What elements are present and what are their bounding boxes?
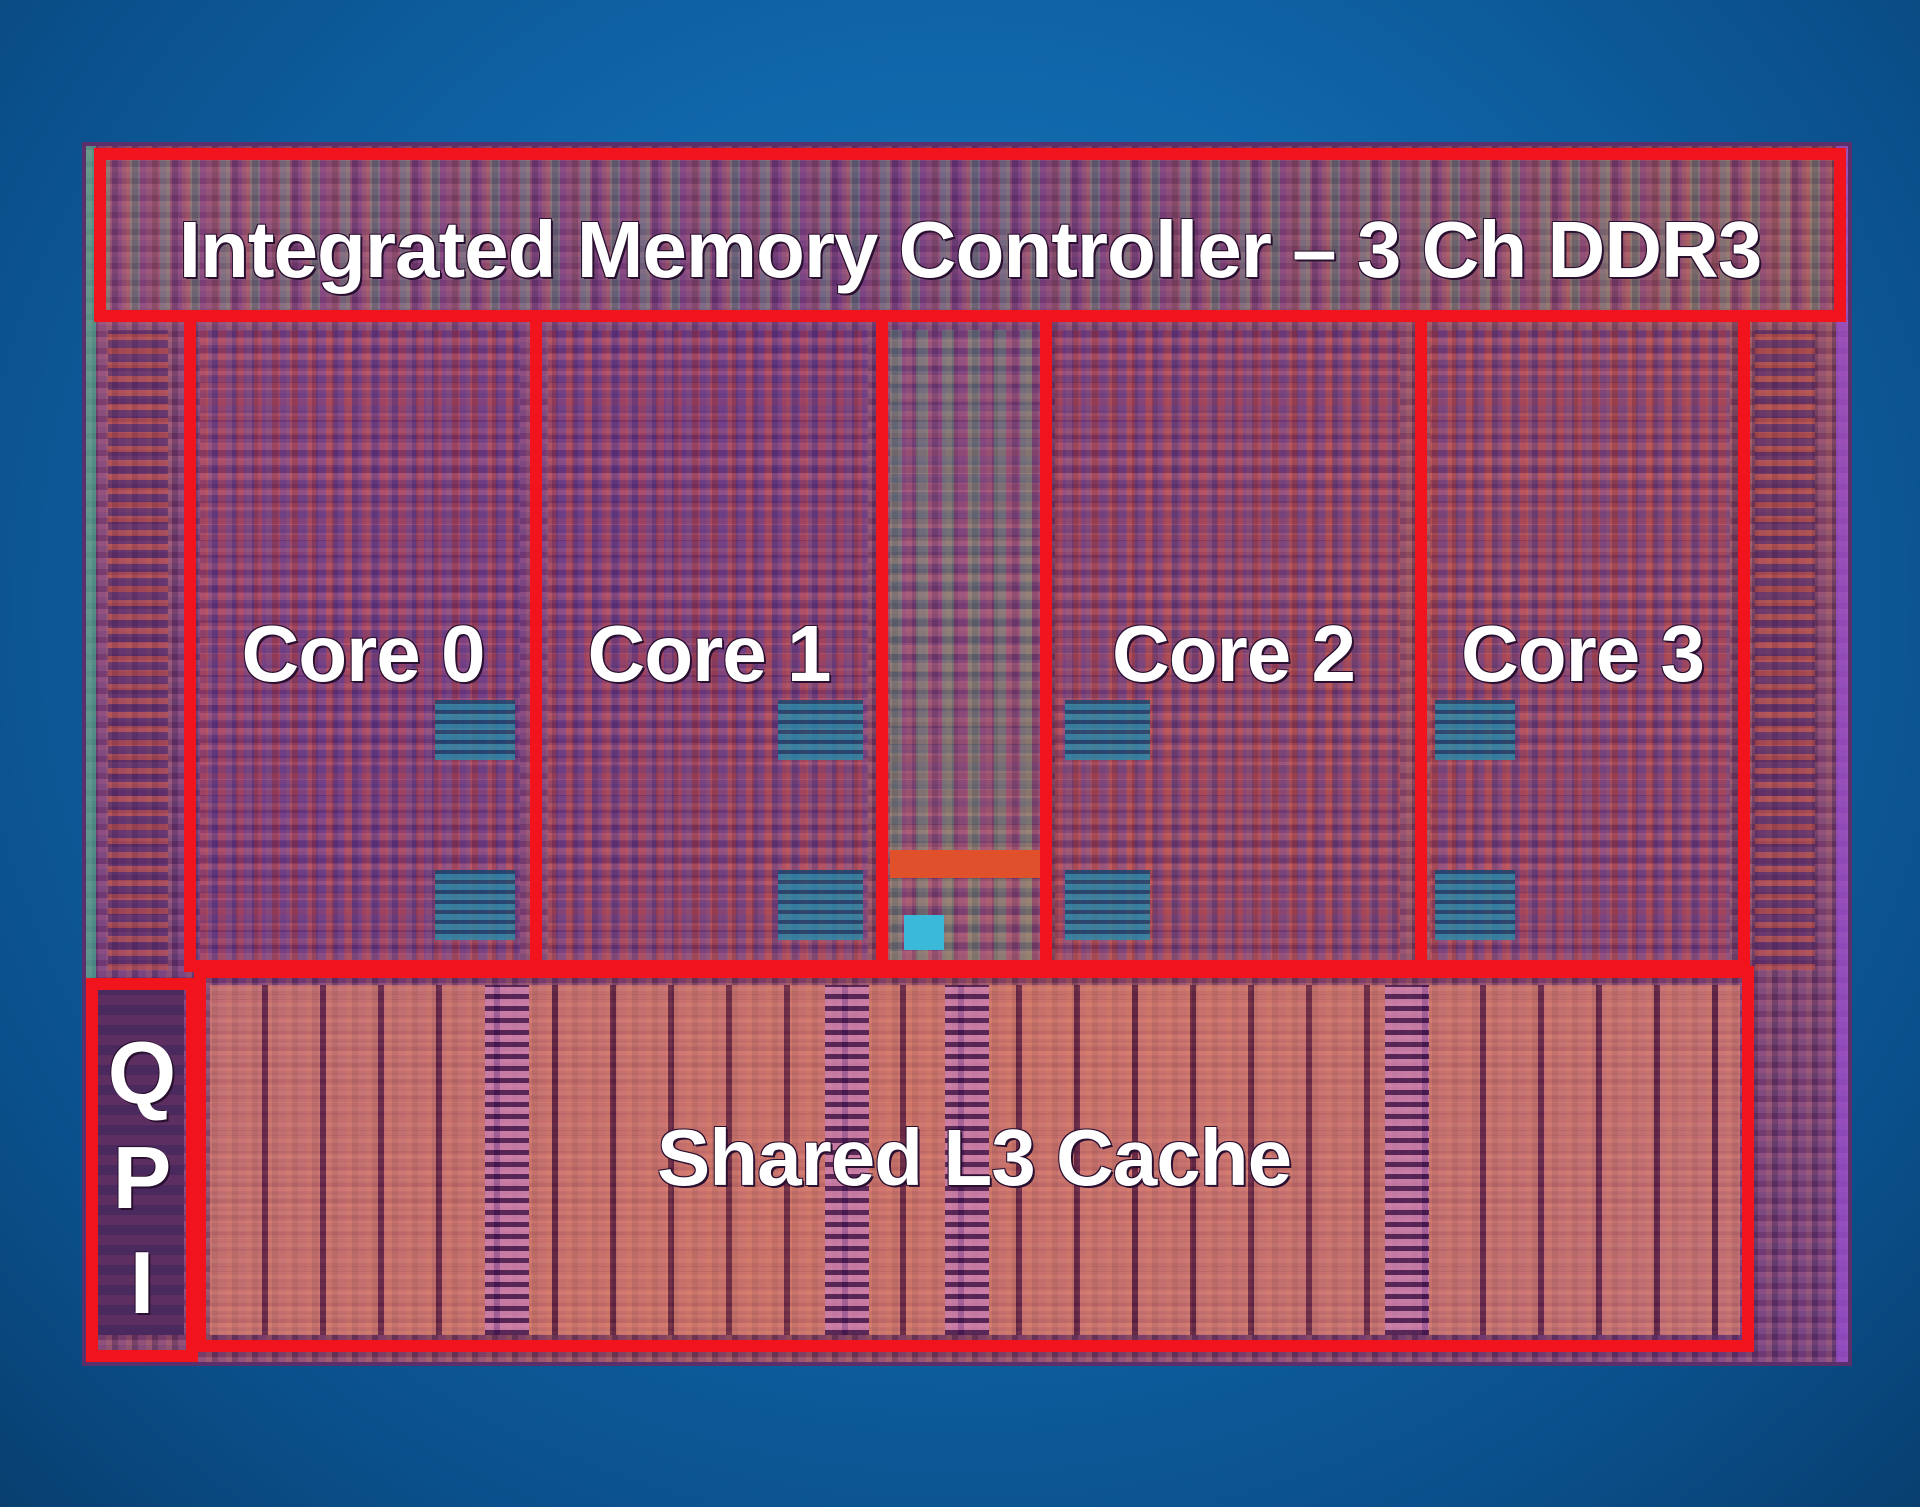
core-3-region: Core 3 (1415, 310, 1750, 972)
cache-texture (210, 985, 1740, 1335)
core-0-texture (200, 330, 520, 960)
qpi-letter-p: P (112, 1128, 172, 1227)
core-0-label: Core 0 (241, 609, 486, 698)
core-3-texture (1430, 330, 1730, 960)
core-1-label: Core 1 (587, 609, 832, 698)
core-2-texture (1055, 330, 1400, 960)
die-left-edge (86, 146, 96, 1362)
memory-controller-region: Integrated Memory Controller – 3 Ch DDR3 (94, 148, 1846, 322)
qpi-label: Q P I (98, 1020, 186, 1335)
l3-cache-label: Shared L3 Cache (656, 1113, 1292, 1202)
qpi-region: Q P I (86, 978, 198, 1362)
left-io-texture (108, 330, 168, 970)
qpi-letter-q: Q (107, 1023, 177, 1122)
core-1-texture (548, 330, 868, 960)
core-0-region: Core 0 (184, 310, 542, 972)
core-3-label: Core 3 (1461, 609, 1705, 698)
uncore-region (876, 310, 1052, 972)
right-io-texture (1755, 330, 1815, 970)
uncore-texture (890, 330, 1040, 960)
memory-controller-texture (100, 160, 1830, 310)
core-2-label: Core 2 (1112, 609, 1356, 698)
qpi-texture (96, 985, 184, 1335)
core-1-region: Core 1 (530, 310, 888, 972)
l3-cache-region: Shared L3 Cache (194, 966, 1754, 1352)
core-2-region: Core 2 (1040, 310, 1427, 972)
qpi-letter-i: I (129, 1233, 155, 1332)
memory-controller-label: Integrated Memory Controller – 3 Ch DDR3 (178, 205, 1763, 294)
die-right-edge (1836, 146, 1848, 1362)
